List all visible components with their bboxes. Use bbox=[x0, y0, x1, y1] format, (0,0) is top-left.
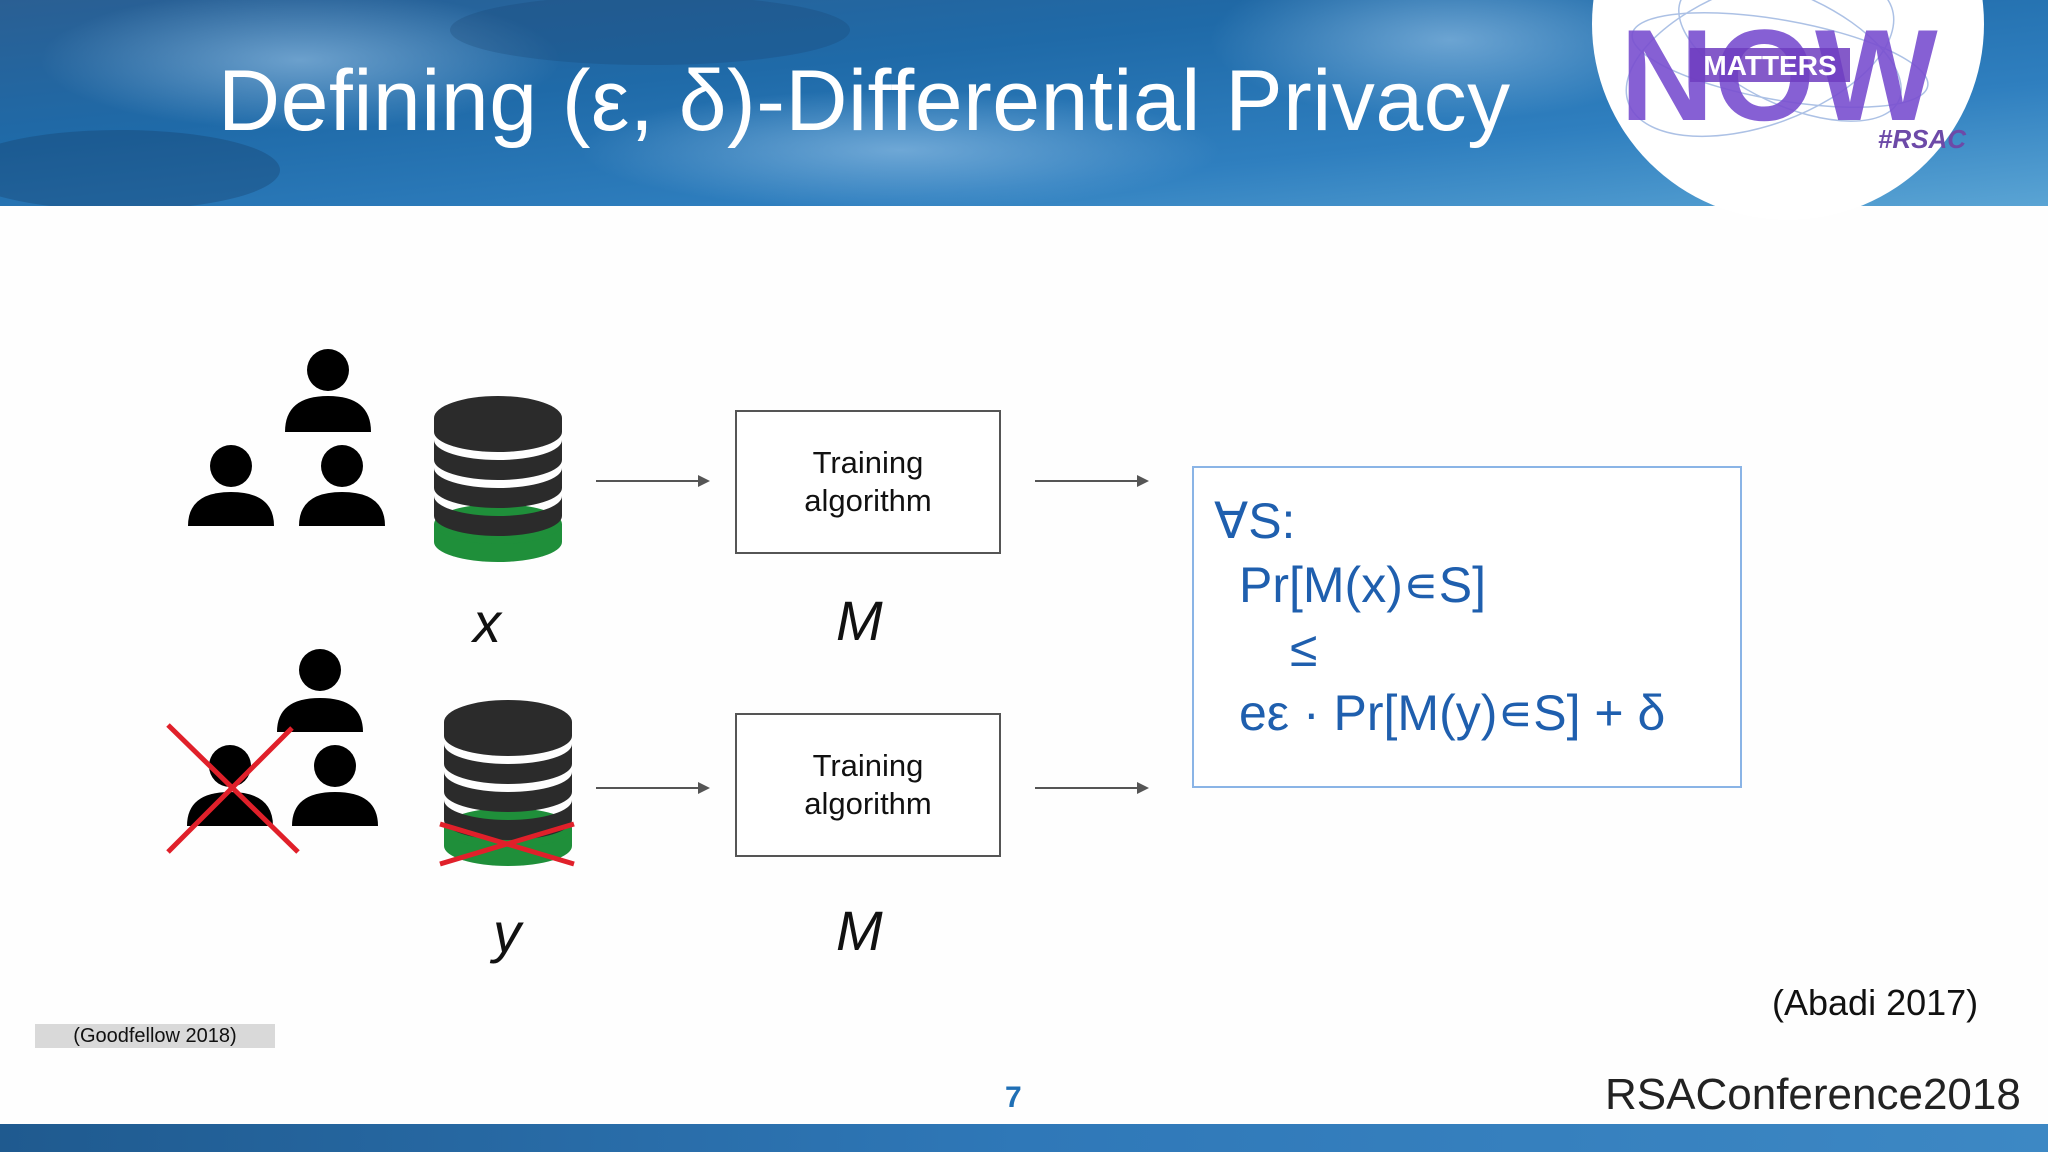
model-m-label-1: M bbox=[836, 589, 883, 652]
training-box-2-line1: Training bbox=[812, 748, 924, 783]
arrow-icon-row1-b bbox=[1035, 475, 1149, 487]
arrow-icon-row2-b bbox=[1035, 782, 1149, 794]
training-box-1-line1: Training bbox=[812, 445, 924, 480]
people-group-icon-2 bbox=[166, 649, 378, 854]
dp-definition-box: ∀S: Pr[M(x)∊S] ≤ eε · Pr[M(y)∊S] + δ bbox=[1192, 466, 1742, 788]
logo-matters-text: MATTERS bbox=[1703, 50, 1836, 81]
removed-person-cross-icon bbox=[166, 723, 300, 854]
database-icon-x bbox=[434, 396, 562, 562]
rsac-hashtag: #RSAC bbox=[1877, 124, 1966, 154]
arrow-icon-row2-a bbox=[596, 782, 710, 794]
arrow-icon-row1-a bbox=[596, 475, 710, 487]
logo-circle-icon: NOW MATTERS bbox=[1592, 0, 1984, 220]
citation-abadi: (Abadi 2017) bbox=[1772, 982, 1979, 1023]
training-box-2-line2: algorithm bbox=[804, 786, 932, 821]
training-algorithm-box-1: Training algorithm bbox=[735, 410, 1001, 554]
formula-line-4: eε · Pr[M(y)∊S] + δ bbox=[1239, 684, 1665, 742]
formula-pr-mx: Pr[M(x)∊S] bbox=[1239, 557, 1486, 613]
formula-line-2: Pr[M(x)∊S] bbox=[1239, 556, 1486, 614]
citation-goodfellow: (Goodfellow 2018) bbox=[35, 1024, 275, 1048]
model-m-label-2: M bbox=[836, 899, 883, 962]
people-group-icon-1 bbox=[188, 349, 385, 526]
variable-x-label: x bbox=[473, 591, 501, 654]
training-algorithm-box-2: Training algorithm bbox=[735, 713, 1001, 857]
formula-forall-s: ∀S: bbox=[1214, 493, 1296, 549]
database-icon-y bbox=[439, 700, 575, 867]
rsa-conference-logo: RSAConference2018 bbox=[1605, 1070, 2021, 1119]
page-number: 7 bbox=[1005, 1081, 1022, 1114]
formula-leq: ≤ bbox=[1290, 621, 1318, 677]
footer-band bbox=[0, 1124, 2048, 1152]
slide-title: Defining (ε, δ)-Differential Privacy bbox=[218, 53, 1511, 149]
formula-line-1: ∀S: bbox=[1214, 492, 1295, 550]
formula-line-3: ≤ bbox=[1290, 620, 1317, 678]
now-matters-logo: NOW MATTERS #RSAC bbox=[1590, 0, 1990, 228]
removed-record-cross-icon bbox=[439, 821, 575, 867]
variable-y-label: y bbox=[493, 901, 521, 964]
training-box-1-line2: algorithm bbox=[804, 483, 932, 518]
formula-rhs: eε · Pr[M(y)∊S] + δ bbox=[1239, 685, 1666, 741]
